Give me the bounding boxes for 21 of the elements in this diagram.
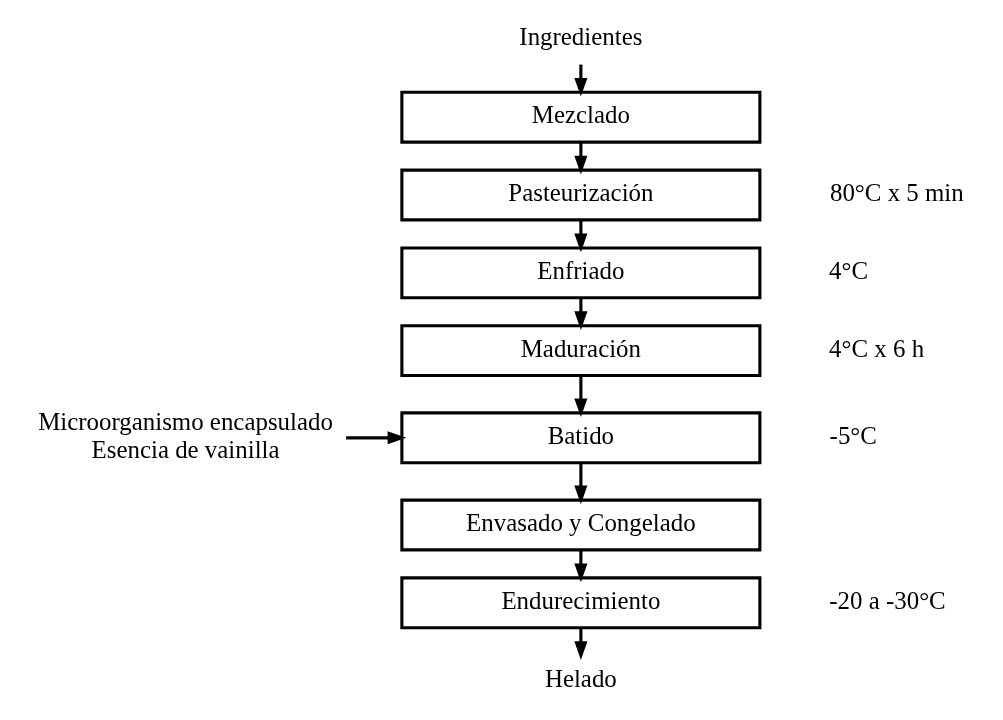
arrow — [346, 431, 407, 445]
arrow — [574, 462, 588, 505]
node-box: Maduración — [400, 324, 762, 378]
arrow — [574, 220, 588, 253]
node-label: -20 a -30°C — [829, 586, 946, 614]
arrow — [574, 142, 588, 175]
node-box: Mezclado — [400, 90, 762, 144]
node-box: Endurecimiento — [400, 576, 762, 630]
node-text: Microorganismo encapsulado Esencia de vainilla — [38, 407, 333, 463]
node-text: Helado — [544, 664, 617, 692]
node-text: Ingredientes — [519, 23, 643, 51]
node-box: Pasteurización — [400, 168, 762, 222]
node-box: Enfriado — [400, 246, 762, 300]
node-label: 4°C — [829, 256, 869, 284]
arrow — [574, 375, 588, 418]
node-box: Batido — [400, 411, 762, 465]
node-label: 80°C x 5 min — [829, 178, 964, 206]
node-label: 4°C x 6 h — [829, 334, 925, 362]
arrow — [574, 550, 588, 583]
node-label: -5°C — [829, 421, 877, 449]
node-box: Envasado y Congelado — [400, 498, 762, 552]
